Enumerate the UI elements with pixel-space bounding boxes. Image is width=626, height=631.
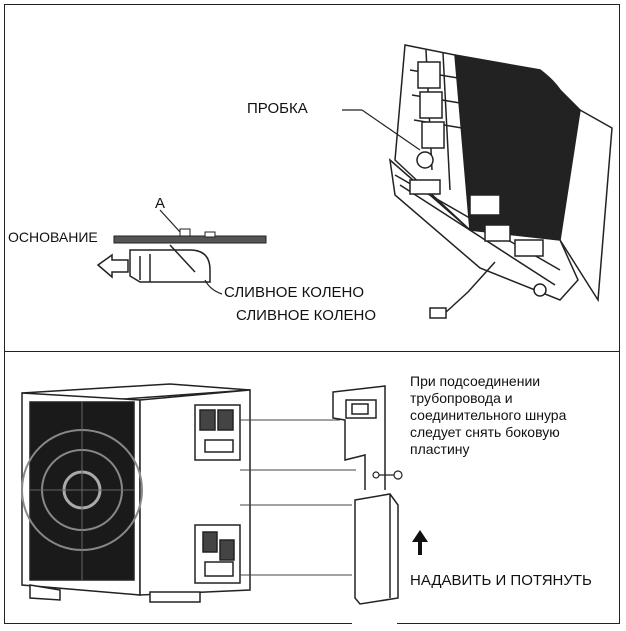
drain-leader-line [204, 279, 223, 295]
screw-icon [372, 470, 403, 480]
note-line: соединительного шнура [410, 407, 567, 423]
indoor-unit-illustration [388, 44, 613, 319]
drain-elbow-label-2: СЛИВНОЕ КОЛЕНО [236, 307, 377, 324]
drain-elbow-label-1: СЛИВНОЕ КОЛЕНО [224, 284, 365, 301]
label-a: A [155, 195, 166, 212]
note-line: следует снять боковую [410, 424, 560, 440]
base-label: ОСНОВАНИЕ [8, 229, 98, 245]
label-a-leader [159, 209, 181, 233]
side-plate-note: При подсоединении трубопровода и соедини… [410, 373, 566, 458]
guide-lines [240, 419, 360, 576]
note-line: пластину [410, 441, 470, 457]
plug-label: ПРОБКА [247, 100, 308, 117]
outdoor-unit-illustration [21, 383, 251, 603]
panel-divider [4, 351, 620, 352]
insert-direction-arrow-icon [96, 253, 129, 279]
push-up-arrow-icon [412, 530, 428, 555]
push-pull-label: НАДАВИТЬ И ПОТЯНУТЬ [410, 572, 592, 589]
plug-leader-arrow [361, 109, 421, 151]
note-line: трубопровода и [410, 390, 513, 406]
note-line: При подсоединении [410, 373, 541, 389]
side-plate-illustration [332, 385, 399, 630]
base-plate [113, 228, 267, 244]
drain-elbow [129, 244, 211, 283]
